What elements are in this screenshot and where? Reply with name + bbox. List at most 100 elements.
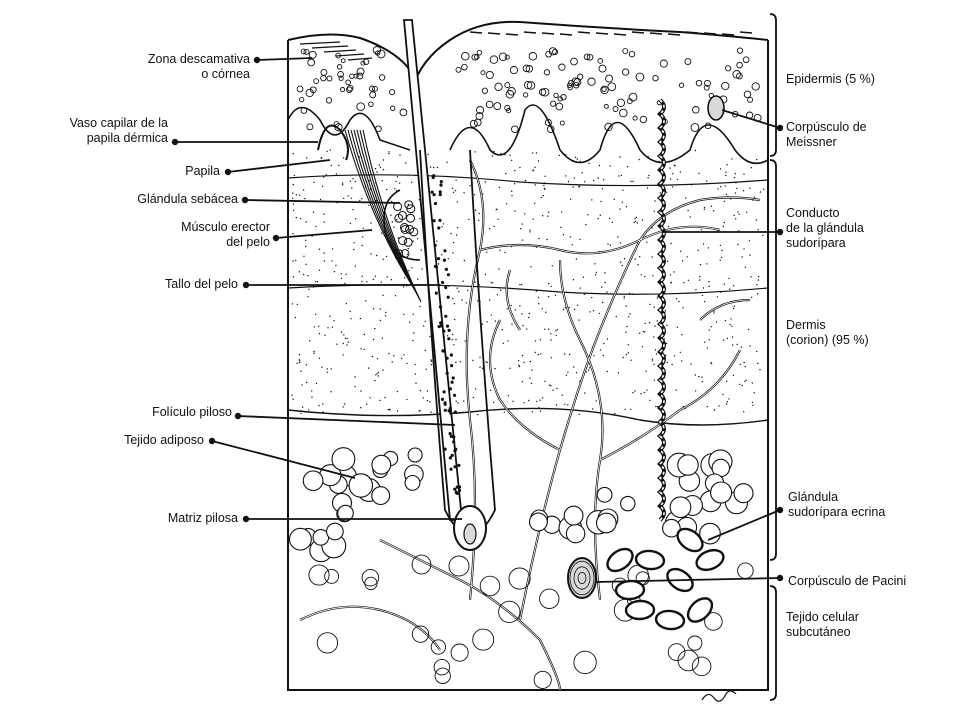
dermis-stipple xyxy=(343,197,345,200)
dermis-stipple xyxy=(759,369,761,371)
dermis-stipple xyxy=(517,360,520,362)
dermis-stipple xyxy=(327,327,329,329)
dermis-stipple xyxy=(573,177,576,179)
dermis-stipple xyxy=(735,182,737,184)
dermis-stipple xyxy=(651,358,654,360)
epidermal-cell xyxy=(300,48,307,55)
dermis-stipple xyxy=(671,363,673,366)
dermis-stipple xyxy=(704,341,706,343)
epidermal-cell xyxy=(567,84,573,91)
dermis-stipple xyxy=(441,254,443,256)
dermis-stipple xyxy=(555,404,558,406)
dermis-stipple xyxy=(521,381,523,383)
dermis-stipple xyxy=(536,400,538,403)
epidermal-cell xyxy=(652,74,659,82)
follicle-cell xyxy=(448,432,452,436)
dermis-stipple xyxy=(726,380,728,382)
dermis-stipple xyxy=(313,326,315,328)
dermis-stipple xyxy=(640,274,642,276)
dermis-stipple xyxy=(701,294,704,297)
dermis-stipple xyxy=(634,390,636,392)
dermis-stipple xyxy=(455,361,457,364)
corneum-stroke xyxy=(631,31,645,34)
follicle-cell xyxy=(430,190,434,194)
skin-structures xyxy=(288,19,761,702)
dermis-stipple xyxy=(374,168,377,170)
dermis-stipple xyxy=(721,249,723,252)
dermis-stipple xyxy=(695,289,697,291)
dermis-stipple xyxy=(350,197,352,199)
dermis-stipple xyxy=(455,234,458,236)
dermis-stipple xyxy=(405,162,407,164)
dermis-stipple xyxy=(292,209,295,211)
dermis-stipple xyxy=(312,286,315,288)
dermis-stipple xyxy=(523,361,525,363)
fat-cell xyxy=(472,628,495,651)
follicle-cell xyxy=(449,353,453,357)
dermis-stipple xyxy=(430,363,433,366)
dermis-stipple xyxy=(293,174,296,177)
dermis-stipple xyxy=(565,154,567,156)
dermis-stipple xyxy=(292,153,294,155)
dermis-stipple xyxy=(732,344,734,346)
follicle-cell xyxy=(442,329,446,333)
dermis-stipple xyxy=(354,386,356,388)
dermis-stipple xyxy=(633,221,635,224)
dermis-stipple xyxy=(617,236,619,238)
dermis-stipple xyxy=(450,232,452,235)
dermis-stipple xyxy=(519,305,521,307)
epidermal-cell xyxy=(340,87,346,93)
epidermal-cell xyxy=(570,57,578,66)
bracket-epidermis xyxy=(769,13,777,157)
dermis-stipple xyxy=(326,368,329,370)
dermis-stipple xyxy=(628,292,631,295)
dermis-stipple xyxy=(710,362,712,364)
label-leader-lines xyxy=(171,56,784,583)
follicle-cell xyxy=(446,273,451,277)
epidermal-cell xyxy=(471,53,479,61)
leader-glandula-sebacea-dot xyxy=(241,196,249,204)
dermis-stipple xyxy=(381,232,383,234)
epidermal-cell xyxy=(619,108,628,118)
dermis-stipple xyxy=(506,308,508,310)
dermis-stipple xyxy=(623,258,626,260)
dermis-stipple xyxy=(326,150,328,152)
dermis-stipple xyxy=(726,401,729,403)
dermis-stipple xyxy=(604,272,606,274)
fat-cell xyxy=(677,454,699,476)
dermis-stipple xyxy=(655,353,658,355)
dermis-stipple xyxy=(354,180,356,183)
dermis-stipple xyxy=(723,200,725,202)
leader-corpusculo-pacini xyxy=(595,577,781,583)
epidermal-cell xyxy=(511,125,519,133)
epidermal-cell xyxy=(469,119,478,128)
dermis-stipple xyxy=(502,342,504,344)
dermis-stipple xyxy=(679,171,682,173)
dermis-stipple xyxy=(550,333,552,335)
dermis-stipple xyxy=(322,411,324,413)
dermis-stipple xyxy=(302,273,305,276)
dermis-stipple xyxy=(521,313,523,315)
epidermal-cell xyxy=(600,85,609,95)
dermis-stipple xyxy=(304,197,306,200)
follicle-cell xyxy=(445,324,450,328)
dermis-stipple xyxy=(363,333,366,336)
label-glandula-sebacea: Glándula sebácea xyxy=(137,192,238,206)
dermis-stipple xyxy=(341,184,344,186)
leader-musculo-erector-dot xyxy=(272,234,280,242)
dermis-stipple xyxy=(708,280,710,283)
dermis-stipple xyxy=(625,353,628,356)
dermis-stipple xyxy=(459,361,462,363)
dermis-stipple xyxy=(630,359,632,361)
dermis-stipple xyxy=(437,263,440,265)
dermis-stipple xyxy=(743,361,745,364)
dermis-stipple xyxy=(368,367,370,369)
dermis-stipple xyxy=(547,296,550,298)
dermis-stipple xyxy=(733,305,735,307)
dermis-stipple xyxy=(500,153,502,155)
dermis-stipple xyxy=(524,213,526,215)
dermis-stipple xyxy=(734,192,737,194)
fat-cell xyxy=(450,643,469,662)
sweat-gland-coil xyxy=(676,527,704,553)
